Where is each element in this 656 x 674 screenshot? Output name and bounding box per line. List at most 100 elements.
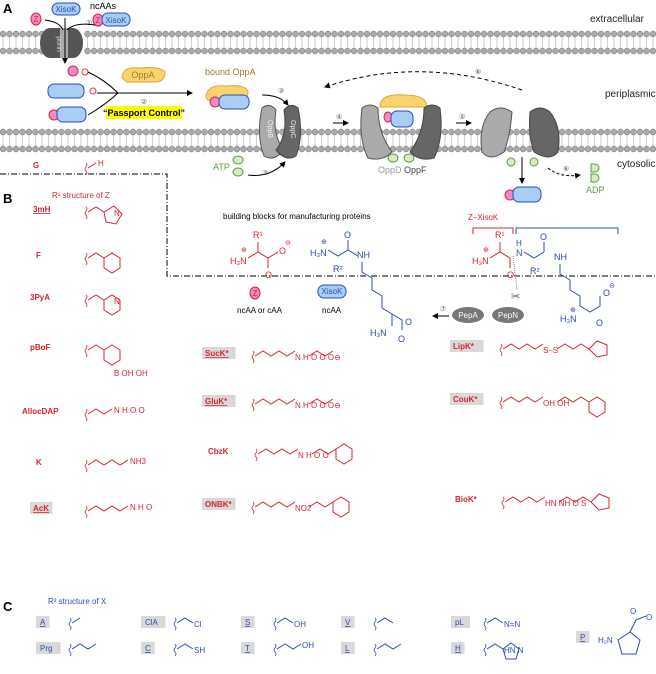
lipid-head xyxy=(97,47,104,55)
side-chain xyxy=(87,294,105,301)
label-box xyxy=(341,616,355,628)
label-box xyxy=(450,340,484,352)
svg-text:H₃N: H₃N xyxy=(472,256,489,266)
svg-text:OppB: OppB xyxy=(266,120,273,138)
lipid-head xyxy=(214,145,221,153)
xisok-structure-onbk: ONBK*NO2 xyxy=(202,496,350,518)
lipid-head xyxy=(84,145,91,153)
lipid-head xyxy=(318,30,325,38)
svg-text:H₃N: H₃N xyxy=(230,256,247,266)
lipid-head xyxy=(597,30,605,38)
lipid-head xyxy=(552,30,559,38)
structure-label: 3PyA xyxy=(30,293,50,302)
side-chain-atoms: OH xyxy=(294,620,306,629)
building-blocks-title: building blocks for manufacturing protei… xyxy=(223,212,371,221)
lipid-head xyxy=(643,128,650,136)
lipid-head xyxy=(279,30,286,38)
lipid-head xyxy=(474,47,481,55)
z-xisok-free xyxy=(48,106,87,123)
lipid-head xyxy=(136,145,143,153)
passport-control-highlight xyxy=(106,106,182,119)
lipid-head xyxy=(116,145,124,153)
lipid-head xyxy=(331,30,338,38)
step-1: ① xyxy=(86,19,92,27)
lipid-head xyxy=(526,30,533,38)
lipid-head xyxy=(454,128,462,136)
label-box xyxy=(451,642,465,654)
x-structure-l: L xyxy=(341,642,402,657)
adp-label: ADP xyxy=(586,185,605,195)
lipid-head xyxy=(584,47,592,55)
xisok-structure-suck: SucK*N H O O O⊖ xyxy=(202,347,341,364)
lipid-head xyxy=(604,145,611,153)
extracellular-label: extracellular xyxy=(590,14,645,25)
lipid-head xyxy=(25,128,33,136)
lipid-head xyxy=(630,145,637,153)
lipid-head xyxy=(220,47,228,55)
lipid-head xyxy=(610,145,618,153)
imidazole-ring xyxy=(502,642,520,660)
lipid-head xyxy=(526,47,533,55)
lipid-head xyxy=(32,30,39,38)
lipid-head xyxy=(350,30,358,38)
lipid-head xyxy=(597,145,605,153)
lipid-head xyxy=(97,145,104,153)
lipid-head xyxy=(487,30,494,38)
structure-label: S xyxy=(245,618,250,627)
lipid-head xyxy=(181,47,189,55)
lipid-head xyxy=(45,128,52,136)
x-structure-s: S OH xyxy=(241,616,306,631)
lipid-head xyxy=(110,30,117,38)
lipid-head xyxy=(402,145,410,153)
lipid-head xyxy=(207,47,215,55)
lipid-head xyxy=(610,47,618,55)
lipid-head xyxy=(571,128,579,136)
lipid-head xyxy=(305,30,312,38)
svg-text:N: N xyxy=(516,248,523,258)
lipid-head xyxy=(12,47,20,55)
lipid-head xyxy=(116,128,124,136)
panel-a-label: A xyxy=(3,1,13,16)
lipid-head xyxy=(311,30,319,38)
lipid-head xyxy=(389,30,397,38)
lipid-head xyxy=(103,128,111,136)
lipid-head xyxy=(0,145,7,153)
lipid-head xyxy=(142,47,150,55)
lipid-head xyxy=(188,128,195,136)
lipid-head xyxy=(136,47,143,55)
lipid-head xyxy=(617,47,624,55)
lipid-head xyxy=(220,30,228,38)
lipid-head xyxy=(227,30,234,38)
lipid-head xyxy=(480,47,488,55)
svg-text:O: O xyxy=(507,270,514,280)
lipid-head xyxy=(103,30,111,38)
svg-text:O: O xyxy=(398,334,405,344)
structure-label: ONBK* xyxy=(205,500,233,509)
lipid-head xyxy=(168,145,176,153)
lipid-head xyxy=(630,47,637,55)
label-box xyxy=(36,616,50,628)
xisok-free xyxy=(47,83,85,99)
side-chain-atoms: N H O O xyxy=(298,451,329,460)
lipid-head xyxy=(292,47,299,55)
label-box xyxy=(202,498,236,510)
lipid-head xyxy=(422,47,429,55)
no-entry-icon xyxy=(89,87,97,95)
svg-text:O: O xyxy=(405,317,412,327)
lipid-head xyxy=(643,145,650,153)
lipid-head xyxy=(149,30,156,38)
lipid-head xyxy=(214,47,221,55)
lipid-head xyxy=(597,128,605,136)
label-box xyxy=(36,642,61,654)
svg-text:⊕: ⊕ xyxy=(570,307,576,314)
lipid-head xyxy=(350,145,358,153)
lipid-head xyxy=(0,47,7,55)
lipid-head xyxy=(12,128,20,136)
z-molecule-top: Z xyxy=(30,12,42,26)
lipid-head xyxy=(461,128,468,136)
lipid-head xyxy=(363,47,371,55)
attachment-bond xyxy=(84,294,88,308)
